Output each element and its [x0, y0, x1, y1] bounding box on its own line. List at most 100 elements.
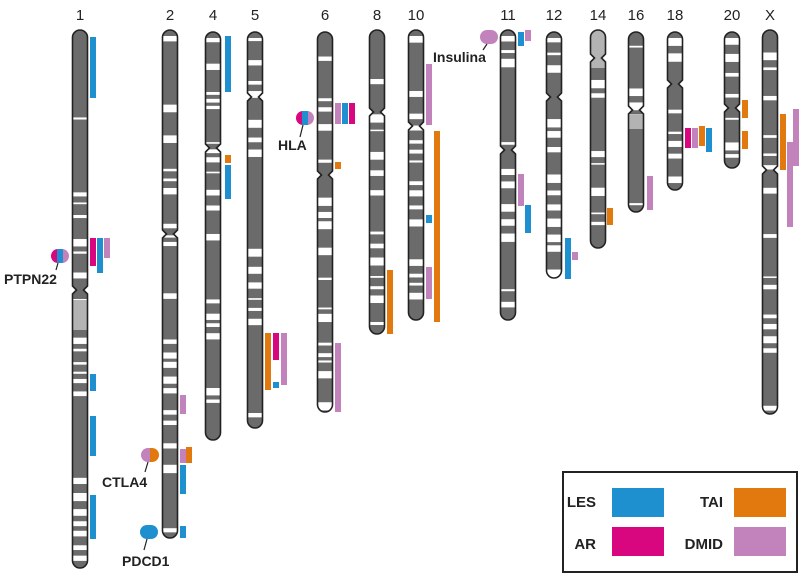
association-bar-dmid: [518, 174, 524, 206]
chromosome-bands: [590, 30, 606, 248]
chromosome-14: 14: [590, 7, 607, 249]
chromosome-2: 2: [161, 7, 179, 539]
chromosome-bands: [628, 32, 644, 212]
association-bar-dmid: [426, 267, 432, 299]
association-bar-les: [525, 205, 531, 233]
legend-swatch-dmid: [734, 527, 786, 556]
association-bar-ar: [90, 238, 96, 266]
legend-swatch-tai: [734, 488, 786, 517]
chromosome-label: 1: [76, 7, 84, 24]
chromosome-bands: [500, 30, 516, 320]
gene-marker-pill: [140, 525, 158, 539]
chromosome-5: 5: [246, 7, 264, 429]
gene-label: Insulina: [433, 49, 486, 65]
association-bar-tai: [742, 100, 748, 118]
chromosome-16: 16: [628, 7, 645, 213]
gene-marker-pill: [51, 249, 69, 263]
chromosome-8: 8: [368, 7, 386, 335]
gene-insulina: Insulina: [433, 30, 498, 65]
gene-leader-line: [143, 538, 148, 551]
legend-label-dmid: DMID: [685, 536, 723, 553]
gene-label: HLA: [278, 137, 307, 153]
association-bar-tai: [742, 131, 748, 149]
association-bar-tai: [265, 333, 271, 390]
legend-label-tai: TAI: [700, 494, 723, 511]
association-bar-tai: [699, 126, 705, 146]
chromosome-12: 12: [546, 7, 562, 279]
legend-swatch-les: [612, 488, 664, 517]
association-bar-dmid: [793, 109, 799, 166]
association-bar-les: [273, 382, 279, 388]
chromosome-label: 10: [408, 7, 425, 24]
association-bar-dmid: [692, 128, 698, 148]
association-bar-ar: [273, 333, 279, 360]
association-bar-les: [565, 238, 571, 279]
gene-label: PDCD1: [122, 553, 170, 569]
chromosome-bands: [369, 30, 385, 334]
association-bar-les: [225, 165, 231, 199]
gene-ptpn22: PTPN22: [4, 249, 69, 287]
association-bar-les: [518, 32, 524, 46]
chromosome-bands: [546, 32, 562, 278]
chromosome-label: X: [765, 7, 775, 24]
association-bar-dmid: [335, 103, 341, 124]
chromosome-bands: [247, 32, 263, 428]
gene-ctla4: CTLA4: [102, 448, 159, 490]
association-bar-dmid: [180, 395, 186, 414]
association-bar-les: [180, 526, 186, 538]
chromosome-x: X: [761, 7, 779, 415]
legend-label-les: LES: [567, 494, 596, 511]
gene-marker-pill: [141, 448, 159, 462]
gene-marker-pill: [296, 111, 314, 125]
chromosome-label: 5: [251, 7, 259, 24]
chromosome-18: 18: [667, 7, 684, 191]
gene-leader-line: [55, 262, 59, 271]
association-bar-tai: [186, 447, 192, 463]
association-bar-les: [426, 215, 432, 223]
chromosome-label: 16: [628, 7, 645, 24]
association-bar-tai: [434, 131, 440, 322]
association-bar-les: [90, 374, 96, 391]
chromosome-label: 11: [500, 7, 516, 24]
association-bar-dmid: [281, 333, 287, 385]
association-bar-dmid: [180, 449, 186, 463]
gene-leader-line: [482, 43, 488, 51]
chromosome-bands: [667, 32, 683, 190]
chromosome-label: 20: [724, 7, 741, 24]
association-bar-les: [706, 128, 712, 152]
gene-marker-pill: [480, 30, 498, 44]
association-bar-dmid: [335, 343, 341, 412]
association-bar-dmid: [525, 30, 531, 41]
association-bar-les: [90, 416, 96, 456]
association-bar-ar: [685, 128, 691, 148]
chromosome-bands: [317, 32, 333, 412]
gene-label: CTLA4: [102, 474, 147, 490]
chromosome-20: 20: [724, 7, 741, 169]
chromosome-label: 18: [667, 7, 684, 24]
gene-label: PTPN22: [4, 271, 57, 287]
chromosome-bands: [724, 32, 740, 168]
chromosome-4: 4: [204, 7, 222, 441]
association-bar-les: [225, 36, 231, 92]
association-bar-dmid: [426, 64, 432, 125]
legend-label-ar: AR: [574, 536, 596, 553]
gene-pdcd1: PDCD1: [122, 525, 170, 569]
association-bar-ar: [349, 103, 355, 124]
association-bar-les: [97, 238, 103, 273]
association-bar-tai: [225, 155, 231, 163]
chromosome-11: 11: [499, 7, 517, 321]
association-bar-tai: [387, 270, 393, 334]
chromosome-bands: [408, 30, 424, 320]
chromosome-1: 1: [71, 7, 89, 569]
chromosome-label: 14: [590, 7, 607, 24]
association-bar-les: [180, 465, 186, 494]
chromosome-label: 8: [373, 7, 381, 24]
chromosome-bands: [205, 32, 221, 440]
association-bar-dmid: [572, 252, 578, 260]
association-bar-les: [342, 103, 348, 124]
association-bar-dmid: [787, 142, 793, 227]
gene-hla: HLA: [278, 111, 314, 153]
